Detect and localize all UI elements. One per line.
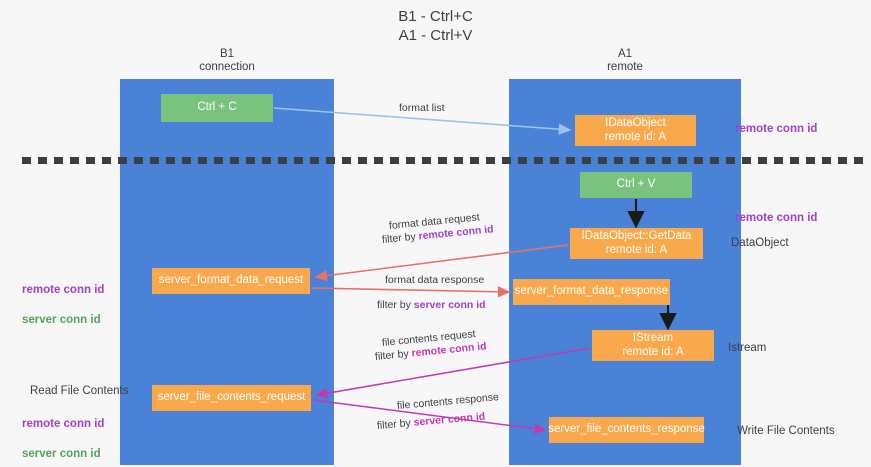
filter-value: server conn id <box>413 410 486 429</box>
node-server-file-contents-response[interactable]: server_file_contents_response <box>548 417 705 443</box>
label-server-conn-id-left-2: server conn id <box>22 448 101 460</box>
swimlane-header-a1: A1 remote <box>607 48 643 73</box>
node-server-format-data-request[interactable]: server_format_data_request <box>152 268 310 294</box>
filter-prefix: filter by <box>377 299 414 311</box>
arrow-format-data-response <box>311 286 511 298</box>
filter-prefix: filter by <box>381 230 420 246</box>
label-conn-ids-format: remote conn id server conn id <box>22 268 104 328</box>
label-read-file-contents: Read File Contents <box>30 385 129 397</box>
caption-file-contents-response-filter: filter by server conn id <box>376 410 485 433</box>
node-server-file-contents-request[interactable]: server_file_contents_request <box>152 385 311 411</box>
caption-format-data-response: format data response <box>385 274 485 286</box>
swimlane-header-b1: B1 connection <box>199 48 255 73</box>
node-ctrl-c[interactable]: Ctrl + C <box>161 94 273 122</box>
caption-format-data-response-filter: filter by server conn id <box>377 298 486 312</box>
label-istream: Istream <box>728 342 767 354</box>
node-idataobject-getdata[interactable]: IDataObject::GetData remote id: A <box>570 228 703 259</box>
node-istream[interactable]: IStream remote id: A <box>592 330 714 361</box>
node-server-format-data-response[interactable]: server_format_data_response <box>513 279 670 305</box>
caption-format-list: format list <box>399 102 445 114</box>
label-write-file-contents: Write File Contents <box>737 425 835 437</box>
label-remote-conn-id-left-2: remote conn id <box>22 418 105 430</box>
label-conn-ids-file: remote conn id server conn id <box>22 402 104 462</box>
label-remote-conn-id-left-1: remote conn id <box>22 284 105 296</box>
filter-prefix: filter by <box>374 347 413 363</box>
phase-divider <box>22 157 867 164</box>
node-ctrl-v[interactable]: Ctrl + V <box>580 172 692 198</box>
diagram-title: B1 - Ctrl+C A1 - Ctrl+V <box>398 8 473 44</box>
label-server-conn-id-left-1: server conn id <box>22 314 101 326</box>
filter-value: server conn id <box>413 299 486 311</box>
label-remote-conn-id-top: remote conn id <box>735 123 818 135</box>
node-idataobject[interactable]: IDataObject remote id: A <box>575 115 696 146</box>
filter-prefix: filter by <box>376 416 415 432</box>
label-dataobject: DataObject <box>731 237 789 249</box>
label-remote-conn-id-mid: remote conn id <box>735 212 818 224</box>
